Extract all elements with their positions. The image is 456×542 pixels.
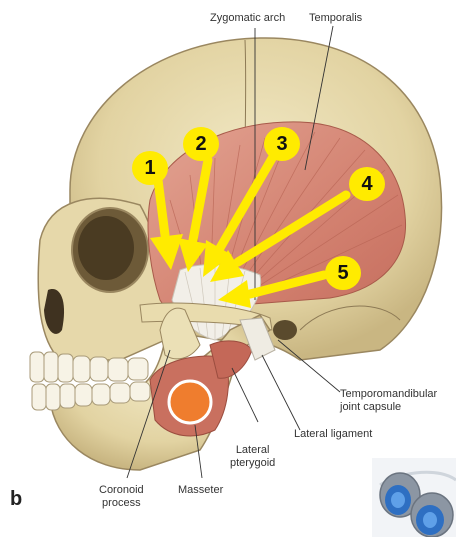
label-coronoid-line1: Coronoid xyxy=(99,484,144,497)
label-coronoid-line2: process xyxy=(99,497,144,510)
electrode-device-image xyxy=(372,458,456,537)
label-lateral-pterygoid-line2: pterygoid xyxy=(230,457,275,470)
label-temporalis: Temporalis xyxy=(309,12,362,25)
label-masseter: Masseter xyxy=(178,484,223,497)
orange-marker xyxy=(169,381,211,423)
label-tmj-capsule-line2: joint capsule xyxy=(340,401,437,414)
lateral-pterygoid xyxy=(210,341,252,378)
label-lateral-pterygoid-line1: Lateral xyxy=(230,444,275,457)
arrow-label-5: 5 xyxy=(325,256,361,290)
label-tmj-capsule: Temporomandibular joint capsule xyxy=(340,388,437,414)
label-coronoid-process: Coronoid process xyxy=(99,484,144,510)
label-zygomatic-arch: Zygomatic arch xyxy=(210,12,285,25)
arrow-label-4: 4 xyxy=(349,167,385,201)
label-lateral-pterygoid: Lateral pterygoid xyxy=(230,444,275,470)
external-acoustic-meatus xyxy=(273,320,297,340)
arrow-label-3: 3 xyxy=(264,127,300,161)
label-tmj-capsule-line1: Temporomandibular xyxy=(340,388,437,401)
panel-letter: b xyxy=(10,488,22,511)
label-lateral-ligament: Lateral ligament xyxy=(294,428,372,441)
arrow-label-2: 2 xyxy=(183,127,219,161)
arrow-label-1: 1 xyxy=(132,151,168,185)
